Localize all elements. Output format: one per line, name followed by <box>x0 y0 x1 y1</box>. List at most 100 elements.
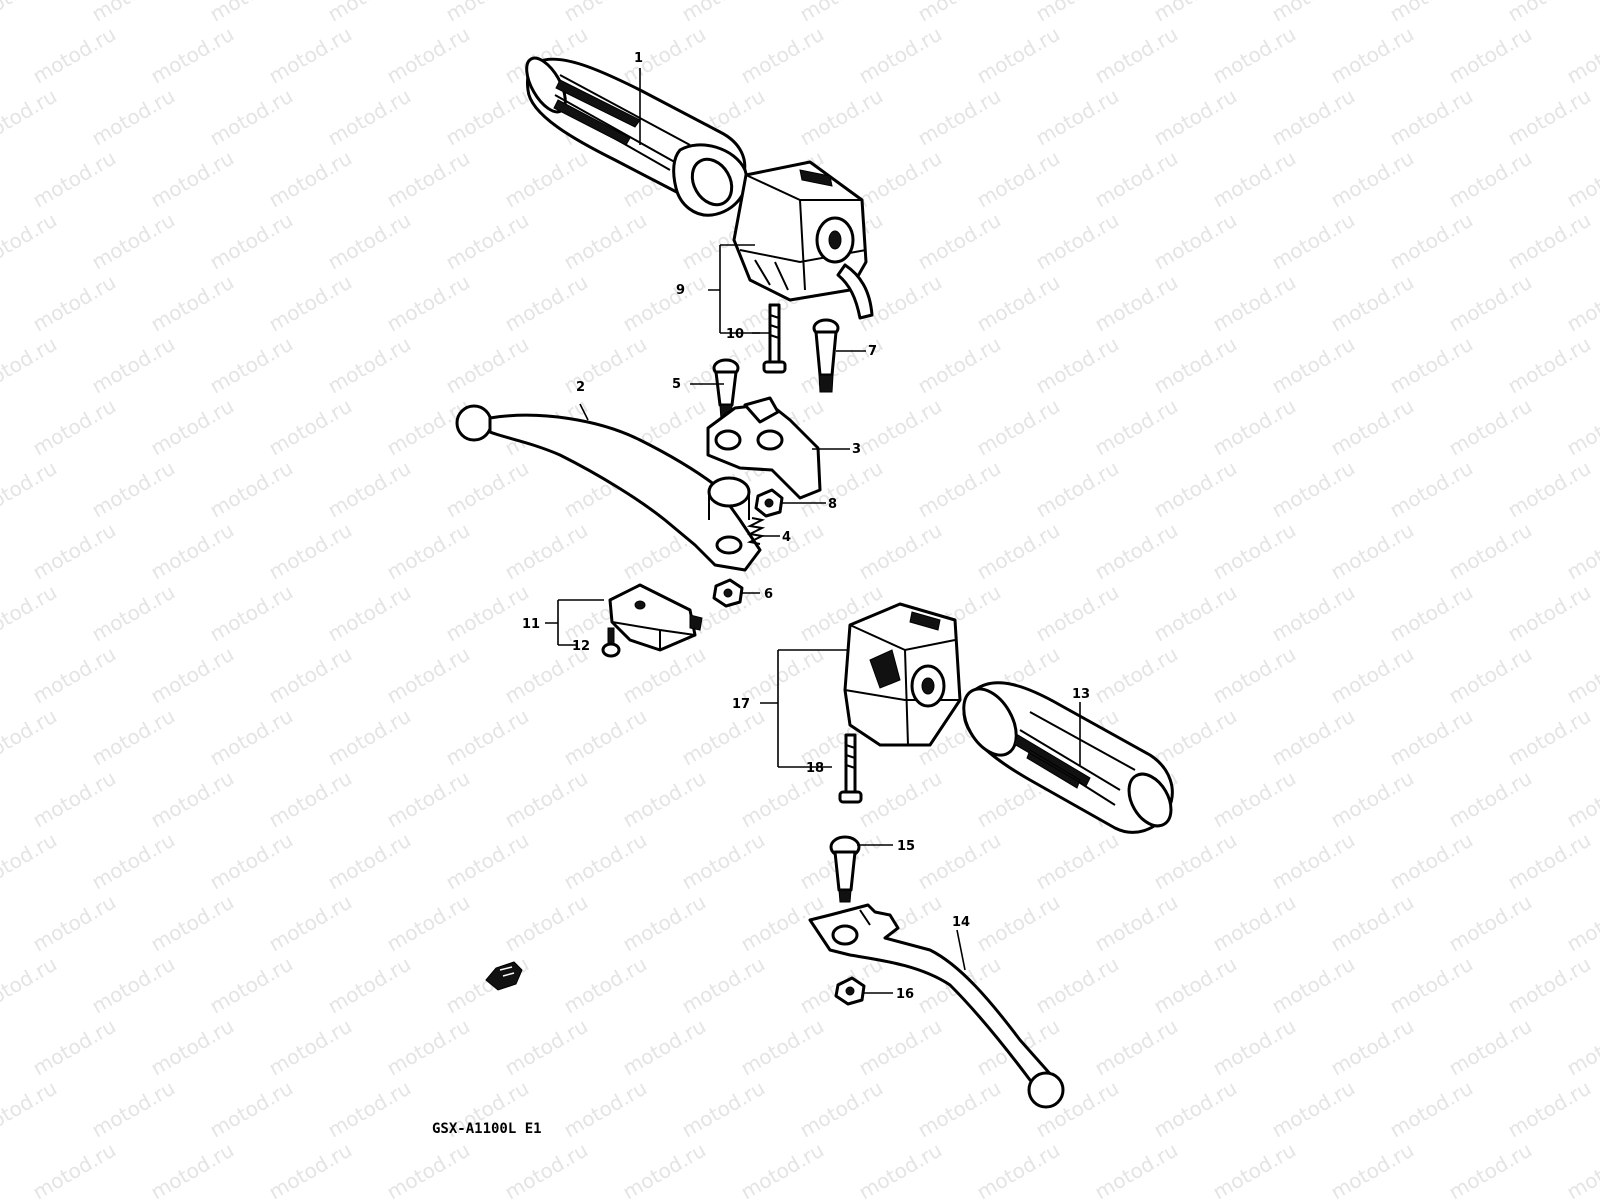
watermark-text: motod.ru <box>147 890 238 957</box>
watermark-text: motod.ru <box>1563 890 1600 957</box>
watermark-text: motod.ru <box>442 84 533 151</box>
callout-7: 7 <box>868 344 877 359</box>
watermark-text: motod.ru <box>855 518 946 585</box>
watermark-text: motod.ru <box>206 704 297 771</box>
watermark-text: motod.ru <box>88 332 179 399</box>
watermark-text: motod.ru <box>1150 456 1241 523</box>
watermark-text: motod.ru <box>501 1138 592 1200</box>
watermark-text: motod.ru <box>265 146 356 213</box>
lever-bracket <box>706 396 822 500</box>
watermark-text: motod.ru <box>1150 208 1241 275</box>
watermark-text: motod.ru <box>1091 642 1182 709</box>
watermark-text: motod.ru <box>678 828 769 895</box>
watermark-text: motod.ru <box>1032 456 1123 523</box>
watermark-text: motod.ru <box>1386 580 1477 647</box>
nut-16 <box>834 976 866 1006</box>
watermark-text: motod.ru <box>206 0 297 26</box>
watermark-text: motod.ru <box>560 828 651 895</box>
watermark-text: motod.ru <box>383 146 474 213</box>
watermark-text: motod.ru <box>0 270 2 337</box>
watermark-text: motod.ru <box>383 890 474 957</box>
watermark-text: motod.ru <box>619 890 710 957</box>
watermark-text: motod.ru <box>383 1014 474 1081</box>
callout-12: 12 <box>572 639 590 654</box>
watermark-text: motod.ru <box>1327 22 1418 89</box>
watermark-text: motod.ru <box>88 580 179 647</box>
watermark-text: motod.ru <box>1563 642 1600 709</box>
watermark-text: motod.ru <box>206 332 297 399</box>
nut-8 <box>754 488 784 518</box>
watermark-text: motod.ru <box>88 828 179 895</box>
watermark-text: motod.ru <box>1504 456 1595 523</box>
callout-18: 18 <box>806 761 824 776</box>
watermark-text: motod.ru <box>560 704 651 771</box>
watermark-text: motod.ru <box>1032 0 1123 26</box>
watermark-text: motod.ru <box>0 208 61 275</box>
watermark-text: motod.ru <box>1268 456 1359 523</box>
watermark-text: motod.ru <box>501 518 592 585</box>
watermark-text: motod.ru <box>29 1138 120 1200</box>
watermark-text: motod.ru <box>560 208 651 275</box>
watermark-text: motod.ru <box>29 394 120 461</box>
watermark-text: motod.ru <box>1150 580 1241 647</box>
watermark-text: motod.ru <box>1563 394 1600 461</box>
callout-15: 15 <box>897 839 915 854</box>
watermark-text: motod.ru <box>1386 1076 1477 1143</box>
watermark-text: motod.ru <box>0 1076 61 1143</box>
watermark-text: motod.ru <box>619 642 710 709</box>
watermark-text: motod.ru <box>88 84 179 151</box>
watermark-text: motod.ru <box>1032 84 1123 151</box>
watermark-text: motod.ru <box>1091 22 1182 89</box>
watermark-text: motod.ru <box>914 84 1005 151</box>
watermark-text: motod.ru <box>1386 952 1477 1019</box>
watermark-text: motod.ru <box>0 1014 2 1081</box>
watermark-text: motod.ru <box>147 1138 238 1200</box>
watermark-text: motod.ru <box>1150 952 1241 1019</box>
watermark-text: motod.ru <box>383 22 474 89</box>
watermark-text: motod.ru <box>1445 270 1536 337</box>
watermark-text: motod.ru <box>1091 1138 1182 1200</box>
watermark-text: motod.ru <box>383 518 474 585</box>
watermark-text: motod.ru <box>1445 146 1536 213</box>
callout-13: 13 <box>1072 687 1090 702</box>
screw-12 <box>601 627 621 658</box>
watermark-text: motod.ru <box>1563 766 1600 833</box>
callout-17: 17 <box>732 697 750 712</box>
watermark-text: motod.ru <box>1268 1076 1359 1143</box>
watermark-text: motod.ru <box>914 1076 1005 1143</box>
watermark-text: motod.ru <box>1445 22 1536 89</box>
screw-10 <box>762 303 787 374</box>
watermark-text: motod.ru <box>973 394 1064 461</box>
watermark-text: motod.ru <box>855 146 946 213</box>
watermark-text: motod.ru <box>1091 518 1182 585</box>
watermark-text: motod.ru <box>855 394 946 461</box>
watermark-text: motod.ru <box>1091 890 1182 957</box>
watermark-text: motod.ru <box>88 1076 179 1143</box>
watermark-text: motod.ru <box>1504 1076 1595 1143</box>
watermark-text: motod.ru <box>1563 1014 1600 1081</box>
watermark-text: motod.ru <box>206 1076 297 1143</box>
watermark-text: motod.ru <box>1091 1014 1182 1081</box>
watermark-text: motod.ru <box>88 704 179 771</box>
watermark-text: motod.ru <box>1327 642 1418 709</box>
watermark-text: motod.ru <box>1268 952 1359 1019</box>
watermark-text: motod.ru <box>501 270 592 337</box>
watermark-text: motod.ru <box>1209 890 1300 957</box>
watermark-text: motod.ru <box>324 1076 415 1143</box>
callout-2: 2 <box>576 380 585 395</box>
watermark-text: motod.ru <box>619 22 710 89</box>
watermark-text: motod.ru <box>973 22 1064 89</box>
watermark-text: motod.ru <box>29 642 120 709</box>
watermark-text: motod.ru <box>29 146 120 213</box>
watermark-text: motod.ru <box>1386 828 1477 895</box>
watermark-text: motod.ru <box>1504 84 1595 151</box>
watermark-text: motod.ru <box>442 0 533 26</box>
watermark-text: motod.ru <box>0 828 61 895</box>
watermark-text: motod.ru <box>1209 766 1300 833</box>
watermark-text: motod.ru <box>1150 1076 1241 1143</box>
watermark-text: motod.ru <box>147 1014 238 1081</box>
watermark-text: motod.ru <box>737 1138 828 1200</box>
watermark-text: motod.ru <box>324 208 415 275</box>
watermark-text: motod.ru <box>1563 518 1600 585</box>
